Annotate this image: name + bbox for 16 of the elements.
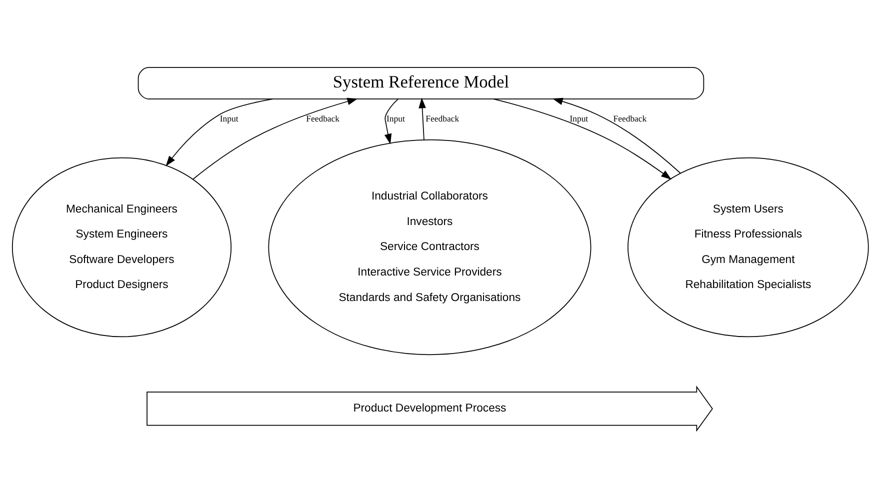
arrow <box>166 98 274 166</box>
node-box: System Reference Model <box>138 67 704 100</box>
arrow <box>384 98 398 144</box>
arrow <box>192 98 358 180</box>
node-ellipse: System Users Fitness Professionals Gym Management Rehabilitation Specialists <box>628 157 869 338</box>
edge-label: Input <box>386 114 405 124</box>
node-ellipse: Mechanical Engineers System Engineers Software Developers Product Designers <box>12 157 232 338</box>
edge-label: Feedback <box>306 114 340 124</box>
arrow <box>492 98 672 180</box>
edge-label: Feedback <box>613 114 647 124</box>
arrow <box>552 98 681 174</box>
edge-label: Input <box>220 114 238 124</box>
edge-label: Feedback <box>426 114 460 124</box>
arrow <box>418 98 426 140</box>
node-ellipse: Industrial Collaborators Investors Service Contractors Interactive Service Providers Standards and Safety Organisations <box>268 139 592 356</box>
edge-label: Input <box>570 114 588 124</box>
